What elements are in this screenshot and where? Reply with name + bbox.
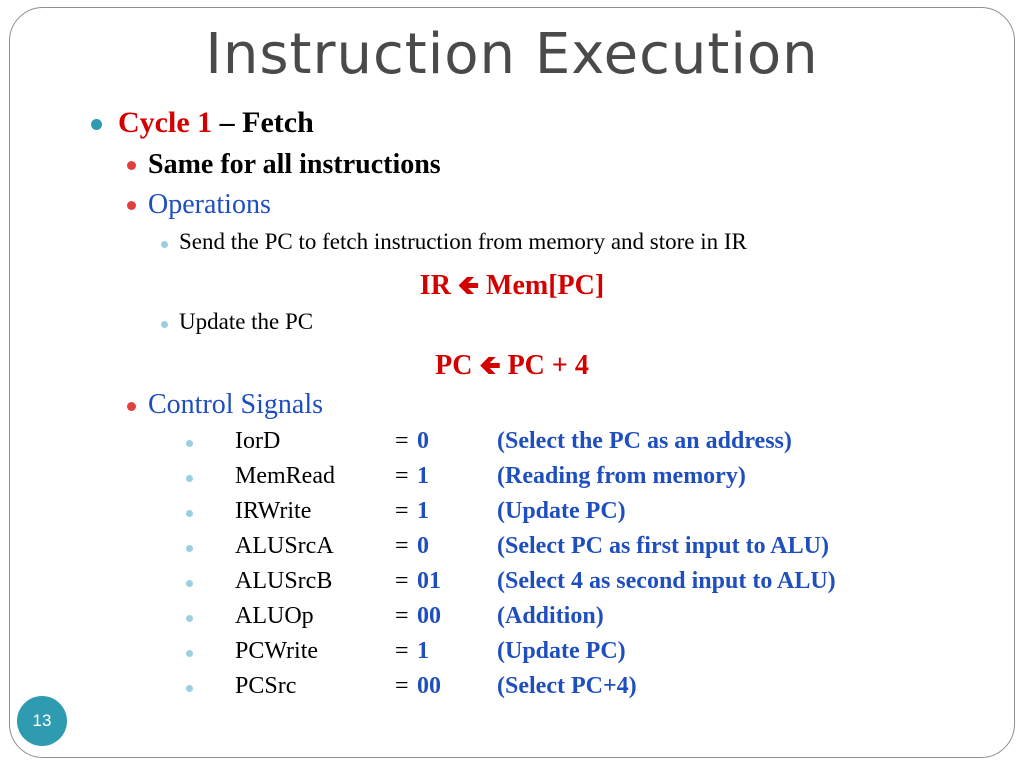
signal-equals: = bbox=[395, 498, 409, 524]
bullet-icon bbox=[161, 241, 168, 248]
signal-description: (Select PC+4) bbox=[497, 673, 637, 699]
bullet-icon bbox=[127, 161, 136, 170]
signal-equals: = bbox=[395, 603, 409, 629]
signal-description: (Update PC) bbox=[497, 638, 626, 664]
signal-name: IRWrite bbox=[235, 498, 312, 524]
signal-equals: = bbox=[395, 463, 409, 489]
signal-description: (Update PC) bbox=[497, 498, 626, 524]
signal-name: ALUOp bbox=[235, 603, 314, 629]
formula-rhs: Mem[PC] bbox=[486, 270, 605, 301]
signal-name: ALUSrcB bbox=[235, 568, 333, 594]
formula-lhs: PC bbox=[435, 350, 473, 381]
signal-name: MemRead bbox=[235, 463, 335, 489]
cycle-heading: Cycle 1 – Fetch bbox=[118, 106, 314, 140]
bullet-icon bbox=[161, 321, 168, 328]
bullet-icon bbox=[186, 475, 193, 482]
slide-number-badge: 13 bbox=[17, 696, 67, 746]
bullet-icon bbox=[186, 580, 193, 587]
signal-value: 0 bbox=[417, 428, 429, 454]
signal-equals: = bbox=[395, 533, 409, 559]
slide-title: Instruction Execution bbox=[205, 22, 819, 87]
operation-item: Send the PC to fetch instruction from me… bbox=[179, 229, 747, 254]
signal-description: (Addition) bbox=[497, 603, 604, 629]
left-arrow-icon: 🡸 bbox=[479, 351, 501, 381]
bullet-icon bbox=[186, 545, 193, 552]
bullet-icon bbox=[186, 510, 193, 517]
cycle-suffix: – Fetch bbox=[212, 106, 314, 139]
signal-name: PCSrc bbox=[235, 673, 297, 699]
left-arrow-icon: 🡸 bbox=[457, 271, 480, 301]
formula-ir-mem: IR 🡸 Mem[PC] bbox=[0, 267, 1024, 311]
formula-rhs: PC + 4 bbox=[507, 350, 589, 381]
bullet-icon bbox=[186, 685, 193, 692]
bullet-icon bbox=[91, 119, 102, 130]
control-signals-label: Control Signals bbox=[148, 389, 324, 420]
signal-value: 1 bbox=[417, 463, 429, 489]
slide-frame bbox=[9, 7, 1015, 758]
signal-description: (Select PC as first input to ALU) bbox=[497, 533, 829, 559]
signal-equals: = bbox=[395, 638, 409, 664]
bullet-icon bbox=[127, 201, 136, 210]
same-for-all-text: Same for all instructions bbox=[148, 149, 441, 180]
signal-value: 01 bbox=[417, 568, 441, 594]
signal-name: ALUSrcA bbox=[235, 533, 334, 559]
signal-description: (Select 4 as second input to ALU) bbox=[497, 568, 836, 594]
bullet-icon bbox=[186, 650, 193, 657]
cycle-label: Cycle 1 bbox=[118, 106, 213, 139]
bullet-icon bbox=[186, 440, 193, 447]
signal-value: 1 bbox=[417, 638, 429, 664]
signal-equals: = bbox=[395, 568, 409, 594]
operations-label: Operations bbox=[148, 189, 271, 220]
slide-number: 13 bbox=[32, 711, 52, 730]
signal-equals: = bbox=[395, 428, 409, 454]
signal-value: 00 bbox=[417, 603, 441, 629]
signal-value: 0 bbox=[417, 533, 429, 559]
bullet-icon bbox=[186, 615, 193, 622]
signal-description: (Select the PC as an address) bbox=[497, 428, 792, 454]
signal-description: (Reading from memory) bbox=[497, 463, 746, 489]
signal-value: 00 bbox=[417, 673, 441, 699]
formula-pc-update: PC 🡸 PC + 4 bbox=[0, 347, 1024, 391]
signal-name: PCWrite bbox=[235, 638, 319, 664]
signal-equals: = bbox=[395, 673, 409, 699]
signal-name: IorD bbox=[235, 428, 281, 454]
formula-lhs: IR bbox=[419, 270, 451, 301]
bullet-icon bbox=[127, 402, 136, 411]
operation-item: Update the PC bbox=[179, 309, 314, 334]
signal-value: 1 bbox=[417, 498, 429, 524]
